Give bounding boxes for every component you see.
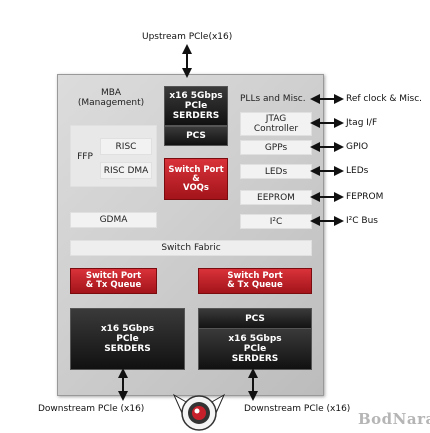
switch-tx-right-line2: & Tx Queue xyxy=(227,280,283,290)
serdes-left-line3: SERDERS xyxy=(104,344,151,354)
jtag-label: JTAG xyxy=(265,114,287,124)
downstream-serdes-right: x16 5Gbps PCle SERDERS xyxy=(198,328,312,370)
risc-dma-block: RISC DMA xyxy=(100,162,152,179)
serdes-right-line3: SERDERS xyxy=(231,354,279,364)
risc-block: RISC xyxy=(100,138,152,155)
jtag-controller-block: JTAG Controller xyxy=(240,112,312,136)
eeprom-block: EEPROM xyxy=(240,190,312,205)
upstream-pcs-block: PCS xyxy=(164,126,228,146)
mba-block: MBA (Management) xyxy=(72,88,150,108)
mba-label: MBA xyxy=(100,88,122,98)
leds-external-label: LEDs xyxy=(346,166,369,176)
downstream-serdes-left: x16 5Gbps PCle SERDERS xyxy=(70,308,185,370)
switch-tx-queue-right: Switch Port & Tx Queue xyxy=(198,268,312,294)
switch-port-voqs-block: Switch Port & VOQs xyxy=(164,158,228,200)
mba-sublabel: (Management) xyxy=(77,98,145,108)
serdes-right-line2: PCle xyxy=(243,344,267,354)
serdes-right-line1: x16 5Gbps xyxy=(228,334,282,344)
switch-fabric-block: Switch Fabric xyxy=(70,240,312,256)
ffp-label: FFP xyxy=(77,152,93,162)
switch-port-voqs-line1: Switch Port xyxy=(168,164,224,175)
i2c-block: I²C xyxy=(240,214,312,229)
gpio-label: GPIO xyxy=(346,142,369,152)
mascot-logo xyxy=(172,393,226,431)
serdes-left-line2: PCle xyxy=(116,334,139,344)
switch-tx-right-line1: Switch Port xyxy=(227,271,283,281)
downstream-right-label: Downstream PCle (x16) xyxy=(244,404,351,414)
upstream-serdes-line2: PCle xyxy=(184,101,208,111)
switch-tx-left-line2: & Tx Queue xyxy=(85,280,142,290)
upstream-serdes-block: x16 5Gbps PCle SERDERS xyxy=(164,86,228,126)
switch-tx-queue-left: Switch Port & Tx Queue xyxy=(70,268,157,294)
pll-block: PLLs and Misc. xyxy=(240,94,306,104)
feprom-label: FEPROM xyxy=(346,192,384,202)
jtag-sublabel: Controller xyxy=(253,124,299,134)
serdes-left-line1: x16 5Gbps xyxy=(100,324,155,334)
upstream-serdes-line3: SERDERS xyxy=(172,111,220,121)
upstream-pcie-label: Upstream PCle(x16) xyxy=(142,32,233,42)
watermark-logo: BodNara xyxy=(358,410,430,428)
upstream-serdes-line1: x16 5Gbps xyxy=(169,91,223,101)
switch-port-voqs-line3: VOQs xyxy=(183,182,209,193)
jtag-if-label: Jtag I/F xyxy=(346,118,378,128)
gdma-block: GDMA xyxy=(70,212,157,228)
ref-clock-label: Ref clock & Misc. xyxy=(346,94,423,104)
i2c-bus-label: I²C Bus xyxy=(346,216,378,226)
switch-port-voqs-line2: & xyxy=(192,173,200,184)
switch-tx-left-line1: Switch Port xyxy=(85,271,142,281)
downstream-left-label: Downstream PCle (x16) xyxy=(38,404,145,414)
